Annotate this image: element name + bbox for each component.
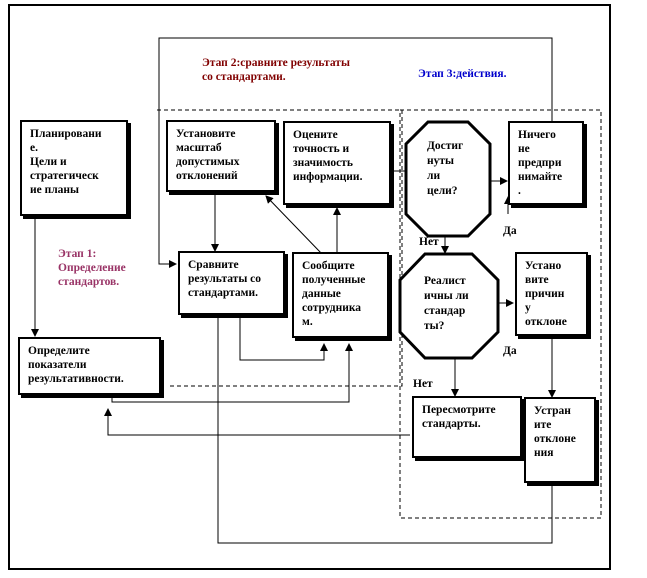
decision-goals-label: Достиг нуты ли цели? bbox=[427, 140, 464, 197]
report-box: Сообщите полученные данные сотрудника м. bbox=[292, 252, 389, 338]
branch-no-realistic: Нет bbox=[413, 378, 433, 390]
planning-box: Планировани е. Цели и стратегическ ие пл… bbox=[20, 120, 128, 216]
stage3-region bbox=[399, 109, 602, 519]
arrow-compare-report bbox=[239, 315, 328, 361]
set-scale-box: Установите масштаб допустимых отклонений bbox=[166, 120, 276, 192]
branch-yes-realistic: Да bbox=[503, 345, 517, 357]
revise-standards-box: Пересмотрите стандарты. bbox=[412, 396, 522, 458]
decision-standards-realistic bbox=[398, 252, 500, 360]
do-nothing-box: Ничего не предпри нимайте . bbox=[508, 121, 584, 205]
arrow-realistic-cause bbox=[497, 299, 514, 315]
arrow-revise-define bbox=[104, 408, 410, 436]
assess-accuracy-box: Оцените точность и значимость информации… bbox=[283, 121, 391, 205]
arrow-define-report bbox=[111, 343, 353, 403]
decision-goals-reached bbox=[404, 120, 492, 238]
compare-box: Сравните результаты со стандартами. bbox=[178, 251, 285, 315]
stage2-label: Этап 2:сравните результаты со стандартам… bbox=[202, 57, 350, 83]
stage3-label: Этап 3:действия. bbox=[418, 68, 507, 80]
diagram-frame bbox=[8, 4, 611, 570]
branch-no-goals: Нет bbox=[419, 236, 439, 248]
eliminate-box: Устран ите отклоне ния bbox=[524, 397, 596, 483]
find-cause-box: Устано вите причин у отклоне bbox=[515, 252, 588, 336]
branch-yes-goals: Да bbox=[503, 225, 517, 237]
stage1-label: Этап 1: Определение стандартов. bbox=[58, 248, 126, 288]
define-indicators-box: Определите показатели результативности. bbox=[18, 337, 161, 395]
stage2-region bbox=[157, 109, 403, 387]
arrow-eliminate-compare bbox=[214, 301, 553, 544]
decision-realistic-label: Реалист ичны ли стандар ты? bbox=[424, 275, 469, 332]
arrow-report-scale bbox=[265, 195, 323, 255]
feedback-line-top bbox=[158, 37, 553, 268]
